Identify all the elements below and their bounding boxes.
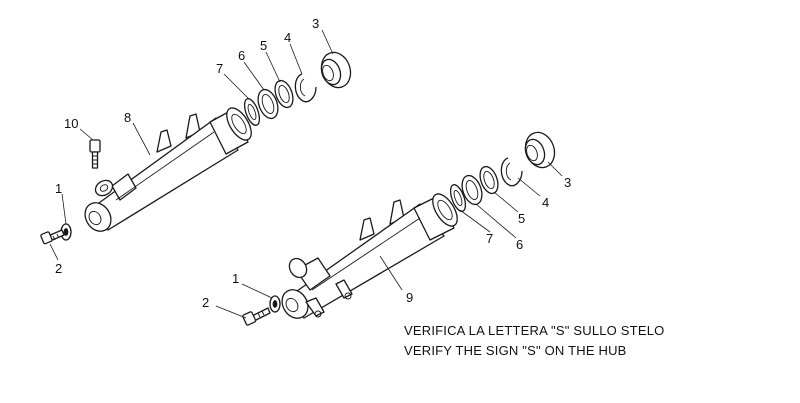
lower-leader-lines [215, 161, 563, 319]
upper-callout-3: 3 [312, 16, 319, 31]
upper-fork-leg-assembly: 8 10 1 2 3 4 5 6 7 [40, 16, 352, 276]
upper-callout-4: 4 [284, 30, 291, 45]
lower-fork-leg-assembly: 9 1 2 3 4 5 6 7 [202, 131, 571, 326]
lower-circlip [500, 157, 523, 187]
lower-ring [461, 174, 483, 206]
upper-bushing [243, 98, 261, 126]
upper-callout-6: 6 [238, 48, 245, 63]
lower-callout-2: 2 [202, 295, 209, 310]
lower-dust-seal [524, 131, 556, 169]
lower-callout-7: 7 [486, 231, 493, 246]
lower-callout-1: 1 [232, 271, 239, 286]
lower-bushing [449, 184, 467, 212]
lower-callout-9: 9 [406, 290, 413, 305]
upper-callout-10: 10 [64, 116, 78, 131]
lower-callout-4: 4 [542, 195, 549, 210]
upper-clamp-bolt [89, 139, 101, 169]
upper-axle-screw [40, 229, 65, 245]
note-line-english: VERIFY THE SIGN "S" ON THE HUB [404, 343, 627, 358]
lower-callout-3: 3 [564, 175, 571, 190]
lower-axle-screw [242, 307, 271, 326]
lower-fork-leg-tube [281, 193, 458, 319]
lower-callout-6: 6 [516, 237, 523, 252]
upper-ring [257, 88, 279, 120]
lower-washer [269, 295, 281, 313]
upper-callout-5: 5 [260, 38, 267, 53]
upper-circlip [294, 73, 317, 103]
upper-callout-2: 2 [55, 261, 62, 276]
upper-dust-seal [320, 51, 352, 89]
upper-leader-lines [49, 29, 334, 261]
upper-fork-leg-tube [84, 107, 252, 232]
lower-callout-5: 5 [518, 211, 525, 226]
note-line-italian: VERIFICA LA LETTERA "S" SULLO STELO [404, 323, 665, 338]
verification-note: VERIFICA LA LETTERA "S" SULLO STELO VERI… [404, 321, 664, 361]
upper-callout-8: 8 [124, 110, 131, 125]
upper-callout-1: 1 [55, 181, 62, 196]
upper-callout-7: 7 [216, 61, 223, 76]
lower-washer-ring [479, 165, 499, 195]
